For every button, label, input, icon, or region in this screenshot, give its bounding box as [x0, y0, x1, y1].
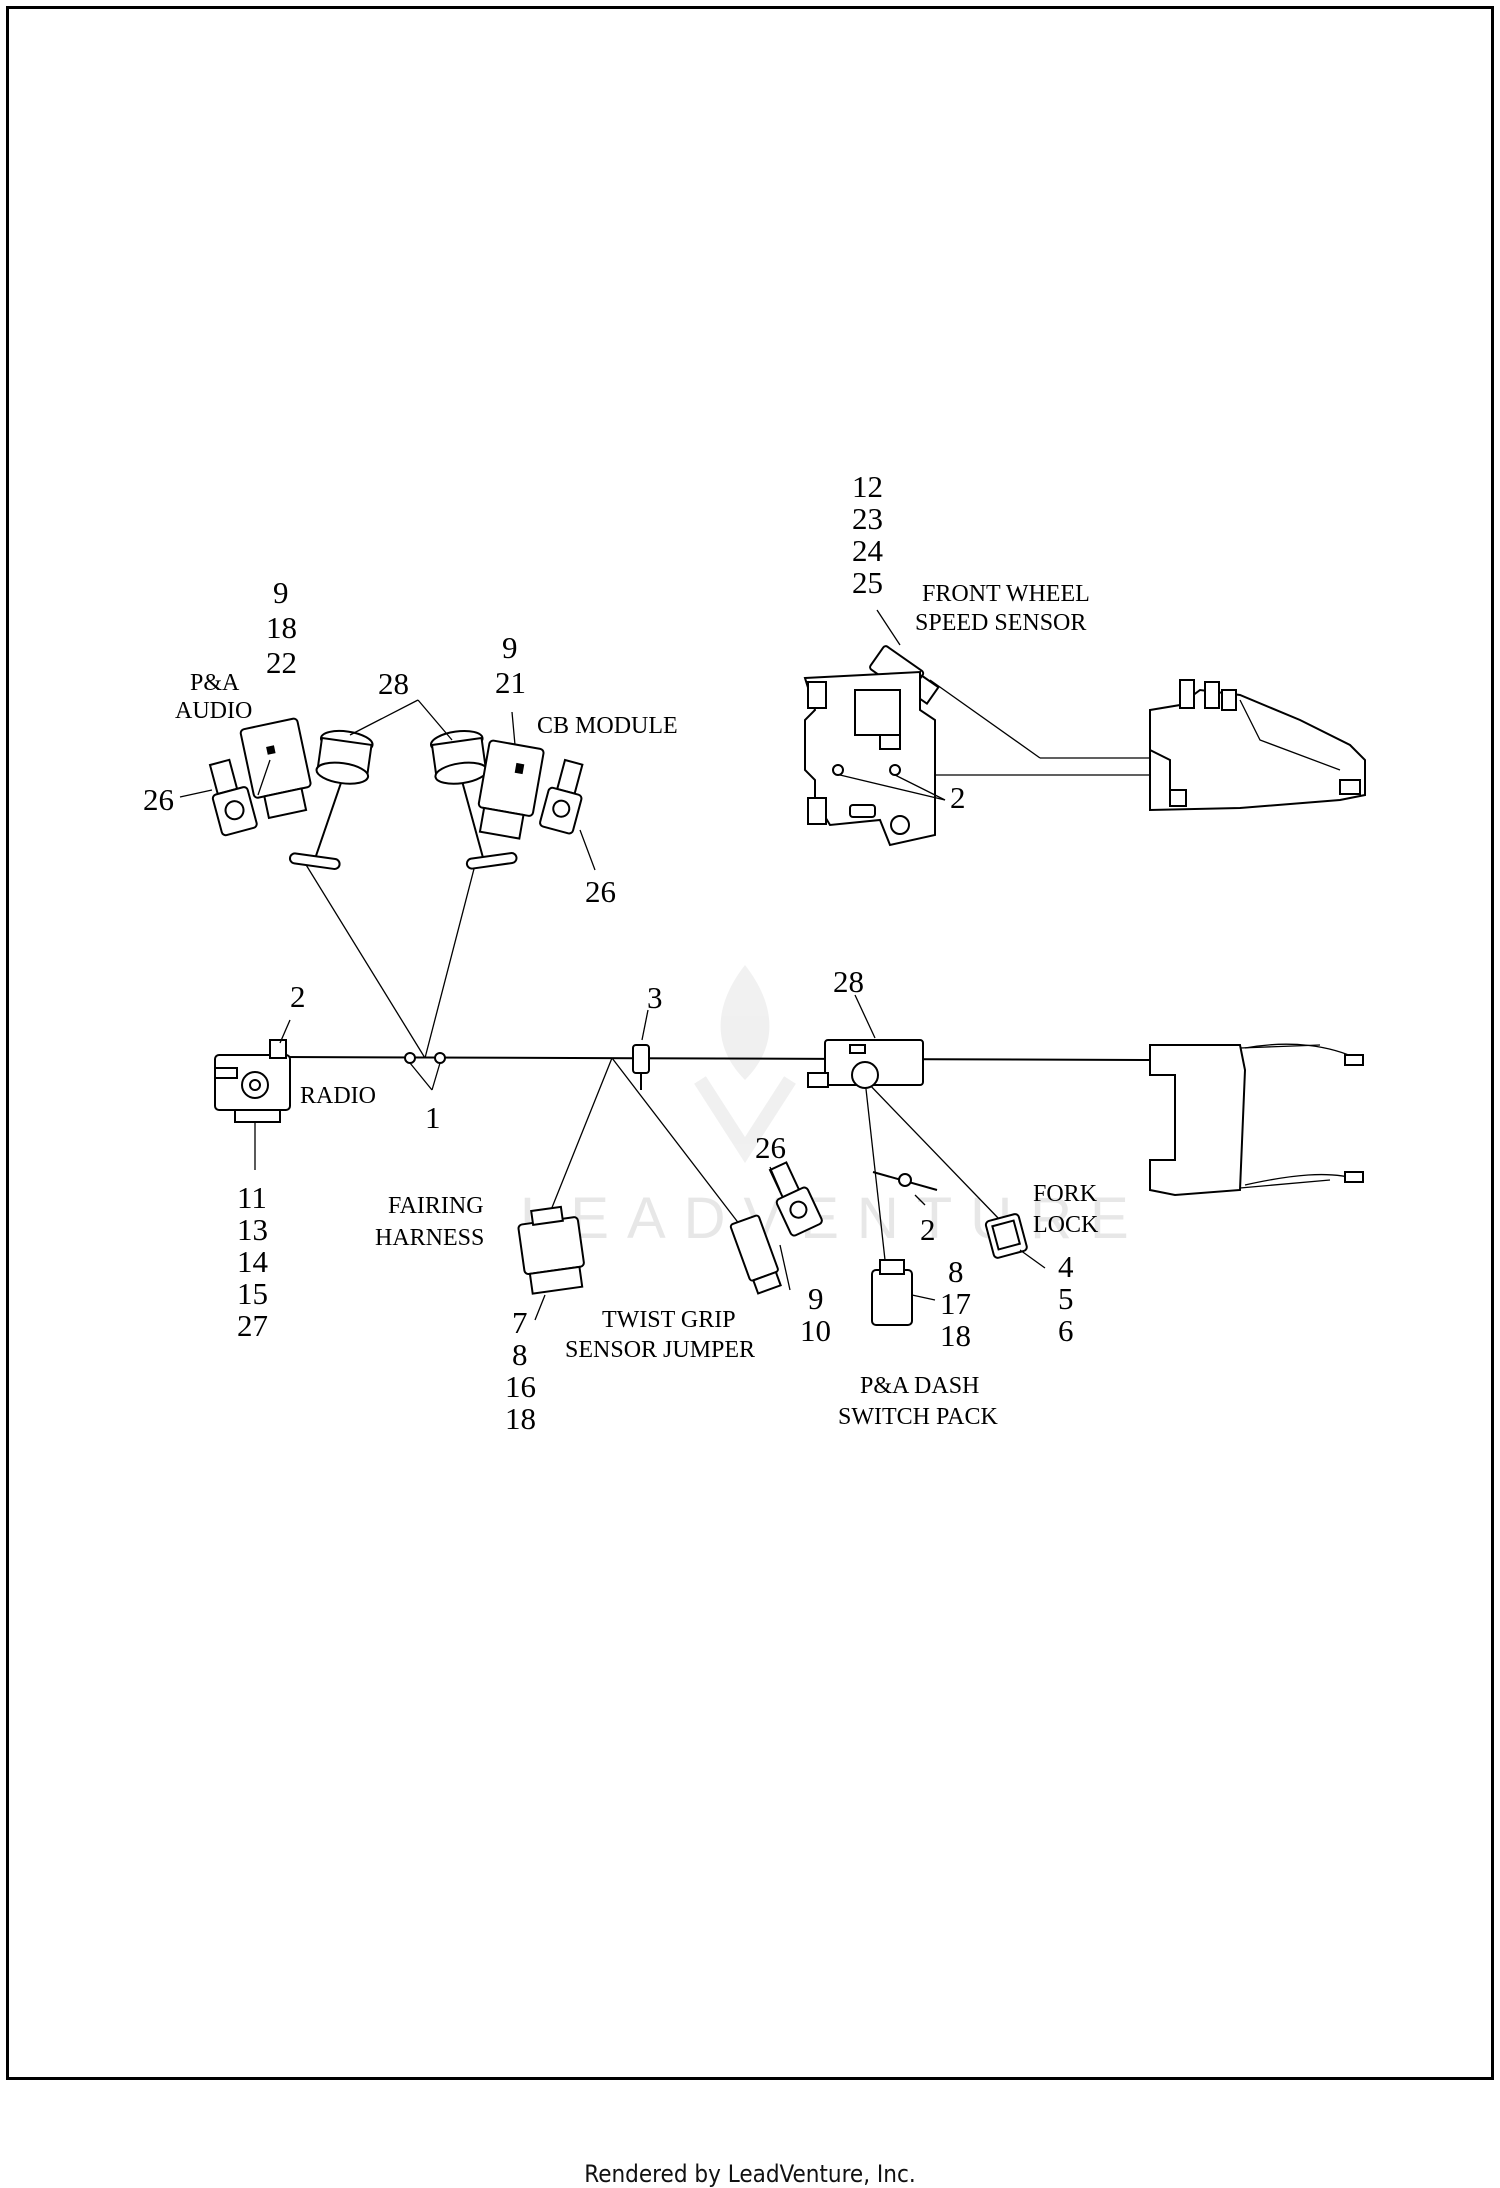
sensor-leader [876, 609, 901, 646]
audio-leader [257, 759, 271, 796]
fairing-harness-connector[interactable] [516, 1205, 587, 1295]
twist-grip-branch-wire [611, 1057, 741, 1226]
fork-leader [1019, 1249, 1046, 1269]
callout-bracket-tie: 2 [950, 780, 966, 815]
split-ties[interactable] [404, 1052, 446, 1091]
cb-retainer-clip[interactable] [539, 758, 590, 835]
dash-tie-leader [914, 1194, 926, 1206]
mid-clip-leader [769, 1166, 781, 1191]
callout-clamp: 28 [833, 964, 864, 999]
fork-lock-branch-wire [864, 1079, 1001, 1221]
pa-dash-connector[interactable] [871, 1259, 913, 1326]
credit-footer: Rendered by LeadVenture, Inc. [584, 2160, 916, 2188]
left-retainer-clip[interactable] [204, 757, 258, 837]
callout-twist: 9 10 [800, 1281, 831, 1348]
twist-grip-connector[interactable] [729, 1214, 784, 1295]
twist-leader [779, 1244, 791, 1291]
label-front-wheel-speed-sensor: FRONT WHEEL SPEED SENSOR [915, 581, 1095, 636]
callout-radio: 11 13 14 15 27 [237, 1180, 276, 1343]
callout-pin: 3 [647, 980, 663, 1015]
fairing-leader [534, 1294, 546, 1321]
audio-plug-right[interactable] [429, 726, 518, 872]
callout-fairing: 7 8 16 18 [505, 1305, 544, 1436]
callout-speed-sensor: 12 23 24 25 [852, 469, 891, 600]
pin-leader [641, 1009, 649, 1041]
watermark-logo [694, 965, 796, 1163]
dash-leader [911, 1294, 936, 1301]
callout-pa-audio: 9 18 22 [266, 575, 305, 680]
audio-branch-wire [299, 854, 426, 1059]
callout-dash: 8 17 18 [940, 1254, 979, 1353]
watermark: LEADVENTURE [520, 1186, 1147, 1251]
callout-audio-plug: 28 [378, 666, 409, 701]
fork-lock-connector[interactable] [984, 1213, 1028, 1259]
diagram-frame [6, 6, 1494, 2080]
label-fairing-harness: FAIRING HARNESS [375, 1193, 490, 1251]
callout-left-clip: 26 [143, 782, 174, 817]
label-cb-module: CB MODULE [537, 713, 678, 739]
label-pa-dash-switch-pack: P&A DASH SWITCH PACK [838, 1373, 998, 1430]
callout-fork: 4 5 6 [1058, 1249, 1081, 1348]
bracket-tie-leader-2 [894, 774, 946, 801]
radio-connector[interactable] [214, 1039, 291, 1123]
callout-radio-tie: 2 [290, 979, 306, 1014]
headlamp-bracket [803, 670, 936, 847]
callout-dash-tie: 2 [920, 1212, 936, 1247]
callout-cb-clip: 26 [585, 874, 616, 909]
lower-fork-housing [1149, 1043, 1364, 1197]
fairing-branch-wire [544, 1057, 613, 1226]
pa-audio-connector[interactable] [239, 717, 316, 820]
harness-clamp[interactable] [807, 1039, 924, 1089]
cb-leader [511, 711, 516, 746]
callout-mid-clip: 26 [755, 1130, 786, 1165]
cb-branch-wire [424, 864, 476, 1059]
plug-leader-right [417, 699, 453, 741]
label-pa-audio: P&A AUDIO [175, 670, 252, 724]
mid-retainer-clip[interactable] [763, 1159, 823, 1237]
clamp-leader [854, 994, 876, 1039]
audio-plug-left[interactable] [288, 726, 374, 872]
callout-cb-module: 9 21 [495, 630, 526, 700]
radio-tie-leader [279, 1019, 291, 1044]
dash-branch-wire [864, 1079, 886, 1261]
label-fork-lock: FORK LOCK [1033, 1181, 1103, 1238]
cb-clip-leader [579, 829, 596, 871]
harness-pin[interactable] [632, 1044, 650, 1090]
label-twist-grip-sensor-jumper: TWIST GRIP SENSOR JUMPER [565, 1307, 755, 1363]
cb-module-connector[interactable] [474, 739, 545, 840]
dash-cable-tie[interactable] [872, 1171, 938, 1191]
upper-fork-housing [1149, 679, 1366, 812]
label-radio: RADIO [300, 1083, 376, 1109]
callout-split: 1 [425, 1100, 441, 1135]
speed-sensor-wire [929, 679, 1041, 759]
plug-leader-left [349, 699, 419, 736]
bracket-tie-leader-1 [839, 774, 946, 801]
left-clip-leader [179, 789, 213, 798]
